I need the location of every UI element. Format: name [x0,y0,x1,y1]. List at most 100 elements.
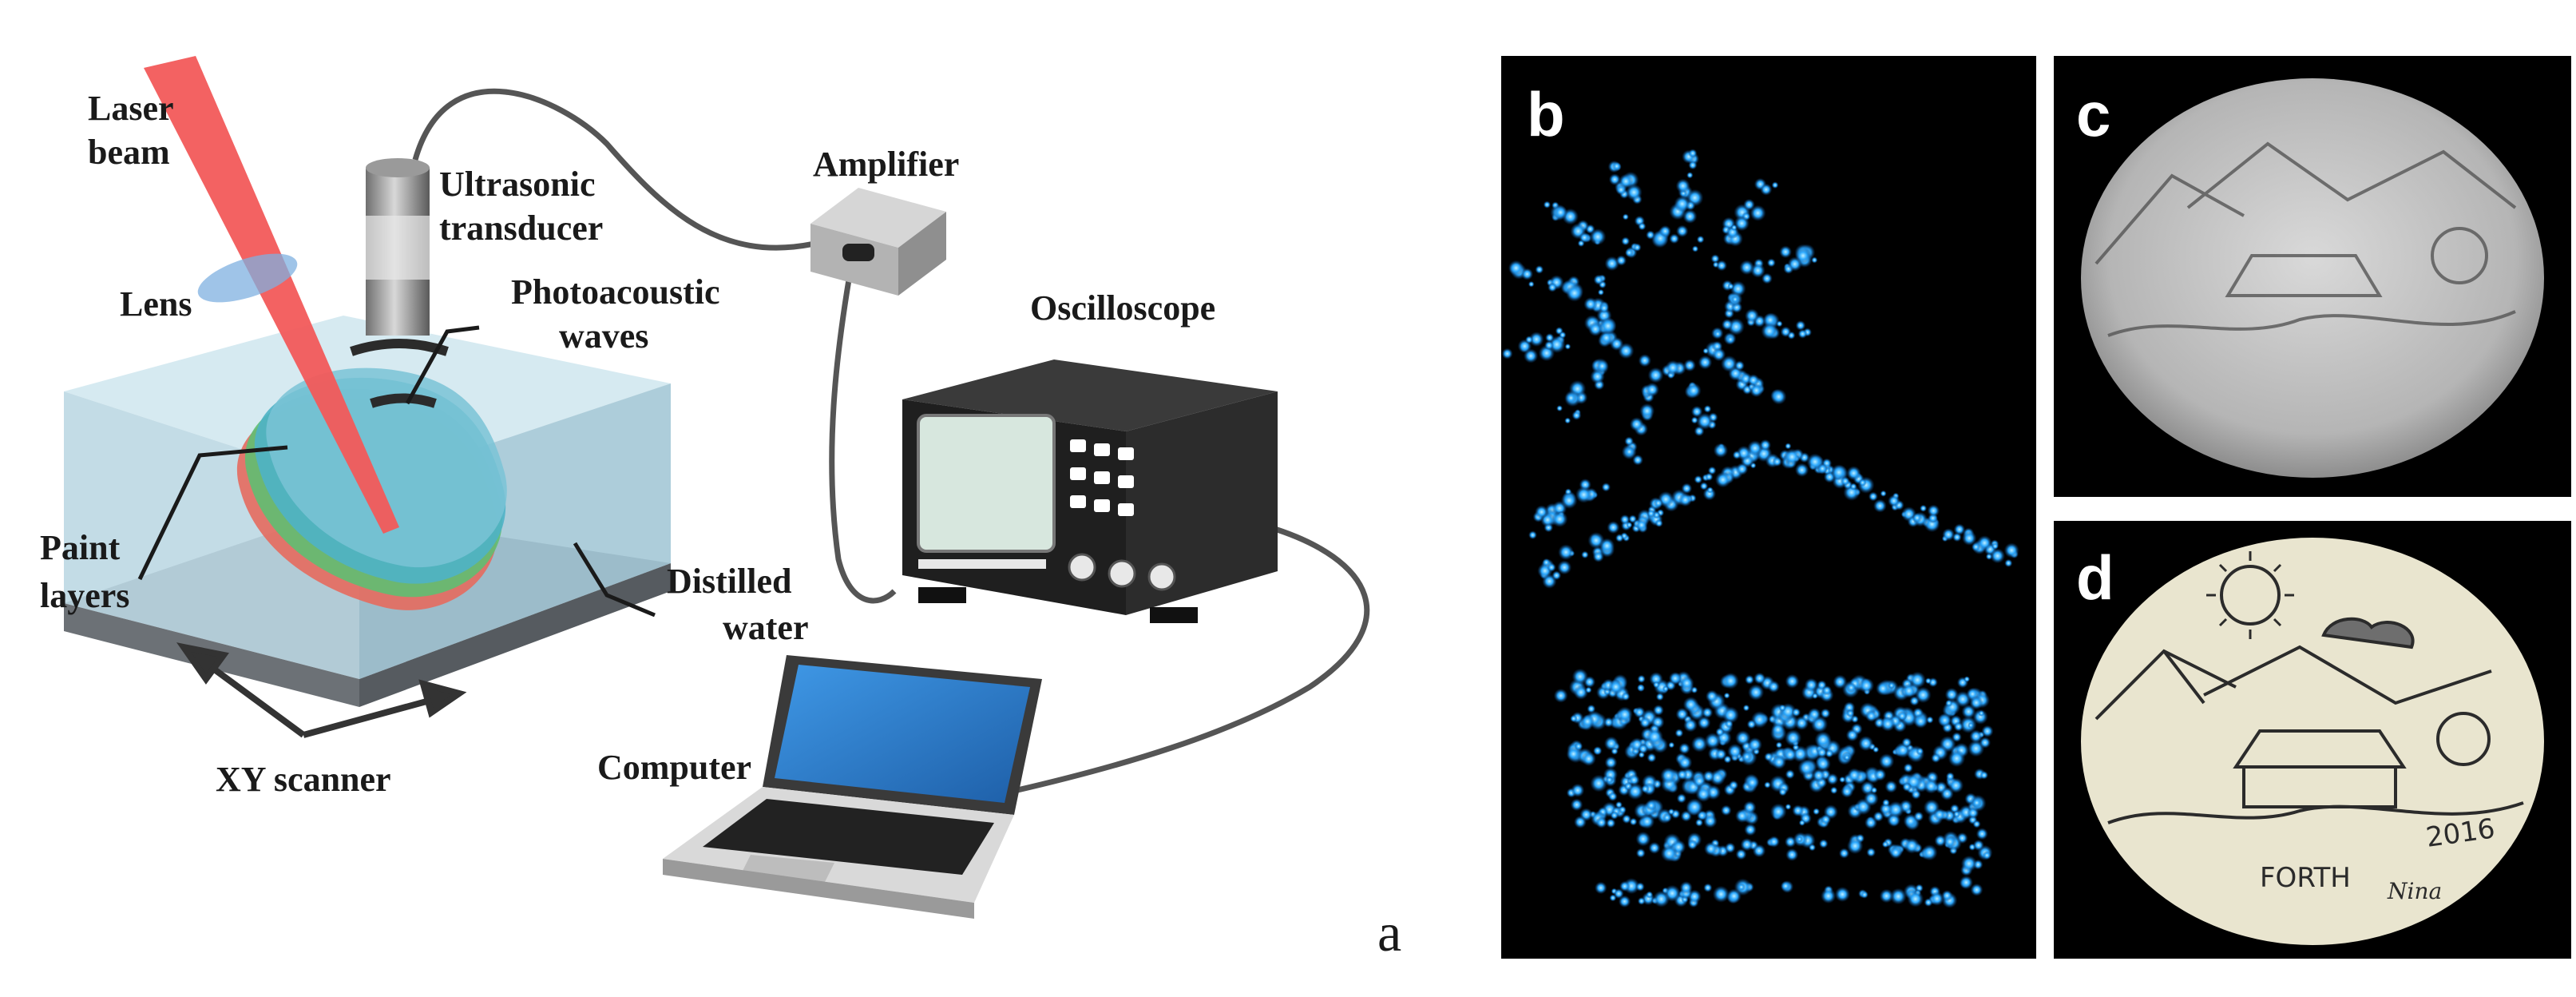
pa-dot [1858,736,1874,752]
pa-dot [1703,841,1718,856]
pa-dot [1901,683,1916,698]
pa-dot [1710,254,1720,264]
pa-dot [1829,786,1838,795]
pa-dot [1606,818,1616,828]
pa-dot [1712,348,1726,362]
pa-dot [1565,284,1583,302]
pa-dot [1508,260,1524,276]
pa-dot [1686,383,1702,399]
pa-dot [1940,787,1954,801]
pa-dot [1791,707,1801,717]
pa-dot [1565,391,1577,404]
pa-dot [1624,436,1635,447]
pa-dot [1811,693,1819,700]
pa-dot [1761,272,1773,284]
pa-dot [1861,890,1869,899]
pa-dot [1881,798,1890,807]
pa-dot [1820,708,1831,719]
pa-dot [1911,789,1921,800]
pa-dot [1931,753,1941,764]
pa-dot [1552,510,1568,527]
pa-dot [1785,769,1795,780]
pa-dot [1752,844,1766,858]
pa-dot [1858,479,1867,487]
pa-dot [1595,816,1607,828]
pa-dot [1619,880,1631,892]
pa-dot [1543,201,1552,209]
pa-dot [1570,798,1583,812]
pa-dot [1720,355,1738,372]
pa-dot [1908,671,1926,689]
pa-dot [1646,728,1663,745]
pa-dot [1679,881,1693,895]
pa-dot [1812,769,1826,783]
pa-dot [1780,880,1791,892]
pa-dot [1806,453,1824,471]
pa-dot [1816,746,1828,758]
pa-dot [1528,280,1535,288]
pa-dot [1884,780,1898,793]
pa-dot [1740,837,1754,852]
pa-dot [1901,737,1912,748]
amplifier-box [810,188,946,296]
label-photoacoustic-line1: Photoacoustic [511,272,720,312]
leader-lines [137,325,656,618]
pa-dot [1813,808,1821,816]
oscilloscope [902,359,1278,623]
xy-direction-arrows [176,642,467,738]
pa-dot [1615,534,1624,542]
pa-dot [1722,672,1739,689]
pa-dot [1768,836,1781,848]
pa-dot [1564,343,1571,350]
pa-dot [1653,890,1670,908]
pa-dot [1675,178,1690,193]
pa-dot [1659,224,1671,237]
pa-dot [1662,812,1672,823]
pa-dot [1698,355,1713,370]
pa-dot [1647,753,1657,763]
pa-dot [1592,550,1604,562]
pa-dot [1622,213,1630,220]
pa-dot [1544,332,1555,343]
pa-dot [1675,224,1689,238]
pa-dot [1969,695,1984,710]
sample-disc-colour [2081,538,2544,945]
pa-dot [1909,696,1920,706]
pa-dot [1873,499,1887,513]
pa-dot [1604,256,1619,272]
pa-dot [1648,841,1661,854]
pa-dot [1702,706,1714,719]
pa-dot [1635,831,1651,847]
pa-dot [1902,782,1912,792]
pa-dot [1592,745,1603,756]
pa-dot [1669,233,1680,244]
pa-dot [1923,778,1940,794]
pa-dot [1629,417,1644,431]
pa-dot [1778,787,1788,796]
pa-dot [1629,817,1638,826]
pa-dot [1608,173,1621,186]
pa-dot [1770,388,1787,405]
pa-dot [1932,808,1947,821]
label-laser-beam-line1: Laser [88,89,174,128]
pa-dot [1556,405,1563,412]
pa-dot [1652,705,1664,716]
pa-dot [1607,521,1620,534]
pa-dot [1889,846,1903,860]
pa-dot [1737,883,1746,892]
pa-dot [1681,483,1693,495]
pa-dot [1587,321,1603,336]
pa-dot [1706,487,1714,494]
sample-inscription-text: FORTH [2260,862,2351,894]
pa-dot [1821,685,1833,696]
pa-dot [1553,205,1568,220]
pa-dot [1688,149,1698,158]
oscilloscope-cable [1013,524,1370,794]
pa-dot [1528,530,1537,540]
pa-dot [1953,523,1966,535]
pa-dot [1716,260,1728,272]
pa-dot [1690,736,1708,753]
pa-dot [1864,791,1879,807]
sample-signature: Nina [2387,878,2442,904]
